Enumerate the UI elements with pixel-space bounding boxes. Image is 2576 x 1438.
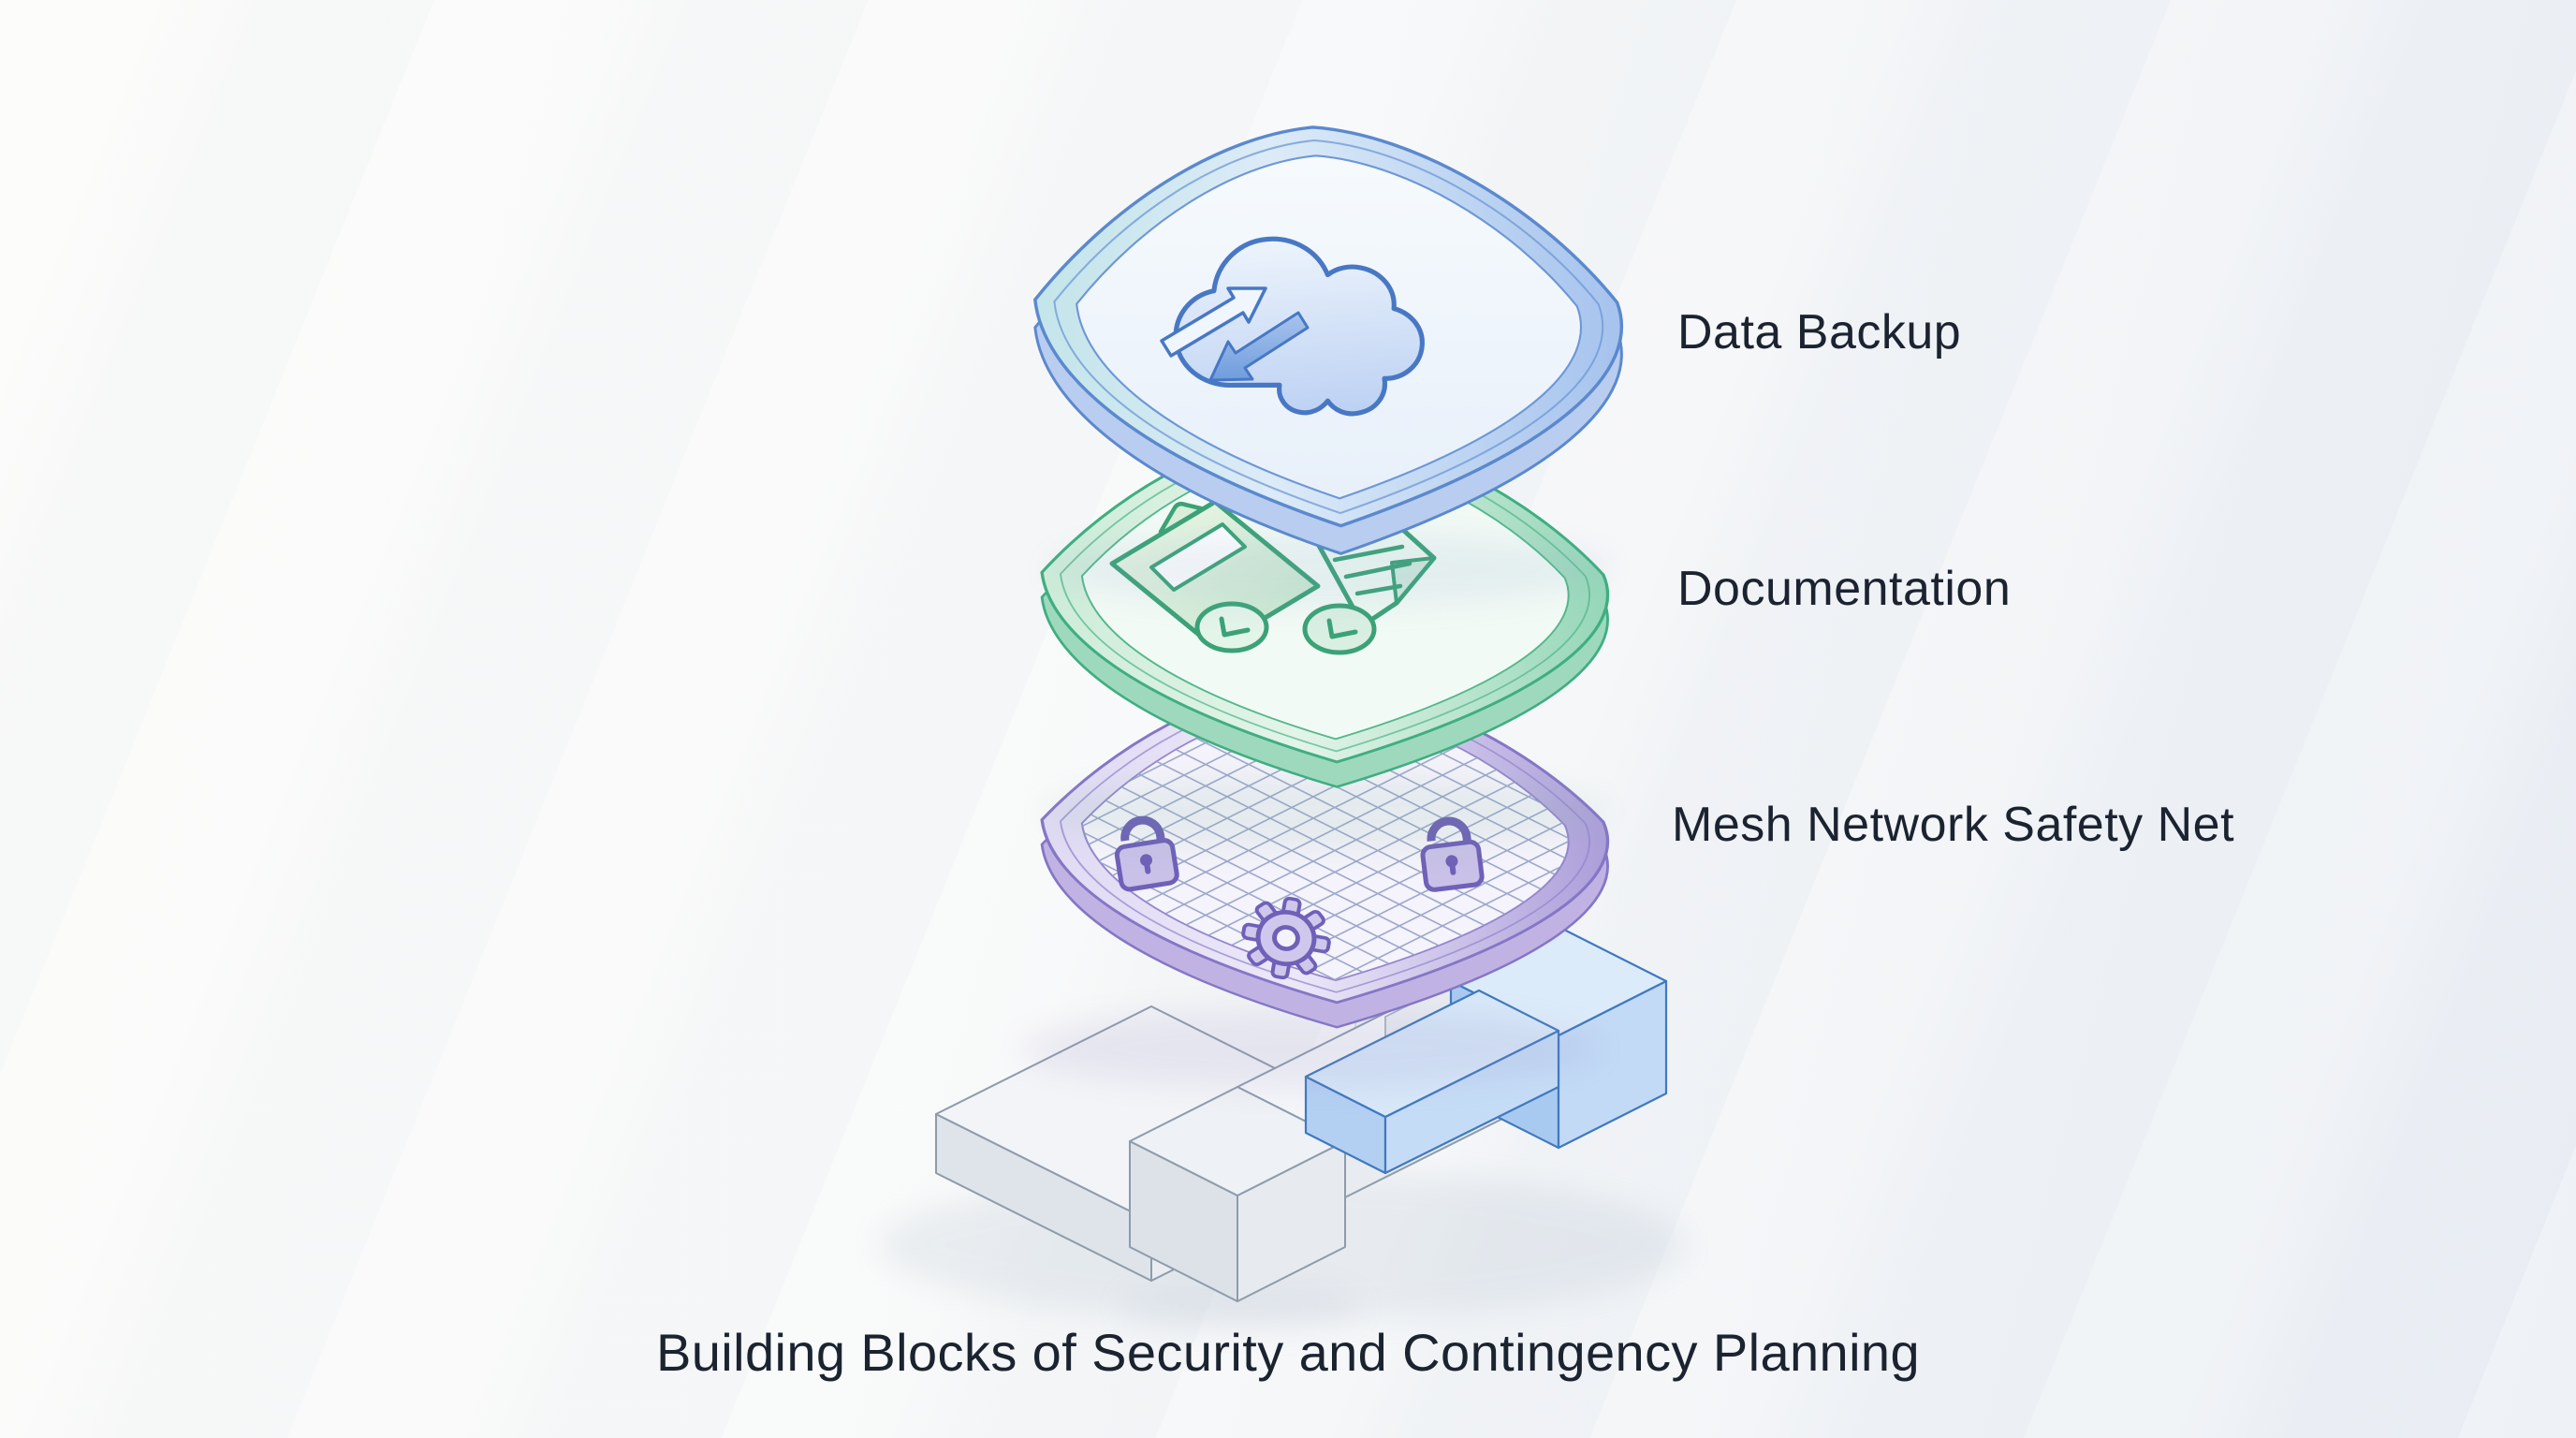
shield-data-backup: [1033, 125, 1624, 555]
check-badge-icon: [1194, 601, 1269, 653]
diagram-title: Building Blocks of Security and Continge…: [655, 1323, 1921, 1382]
arrow-down-icon: [1208, 311, 1310, 382]
blue-shield-shadow: [1048, 532, 1610, 607]
green-shield-shadow: [1044, 775, 1605, 850]
label-mesh-network-safety-net: Mesh Network Safety Net: [1672, 798, 2235, 852]
cloud-sync-icon: [1160, 236, 1425, 417]
column-shadow: [1119, 1283, 1362, 1331]
purple-shield-shadow: [1020, 1009, 1601, 1088]
check-badge-icon: [1302, 603, 1377, 655]
label-documentation: Documentation: [1677, 562, 2012, 616]
gear-icon: [1241, 896, 1331, 980]
arrow-up-icon: [1160, 286, 1267, 358]
label-data-backup: Data Backup: [1677, 305, 1962, 360]
